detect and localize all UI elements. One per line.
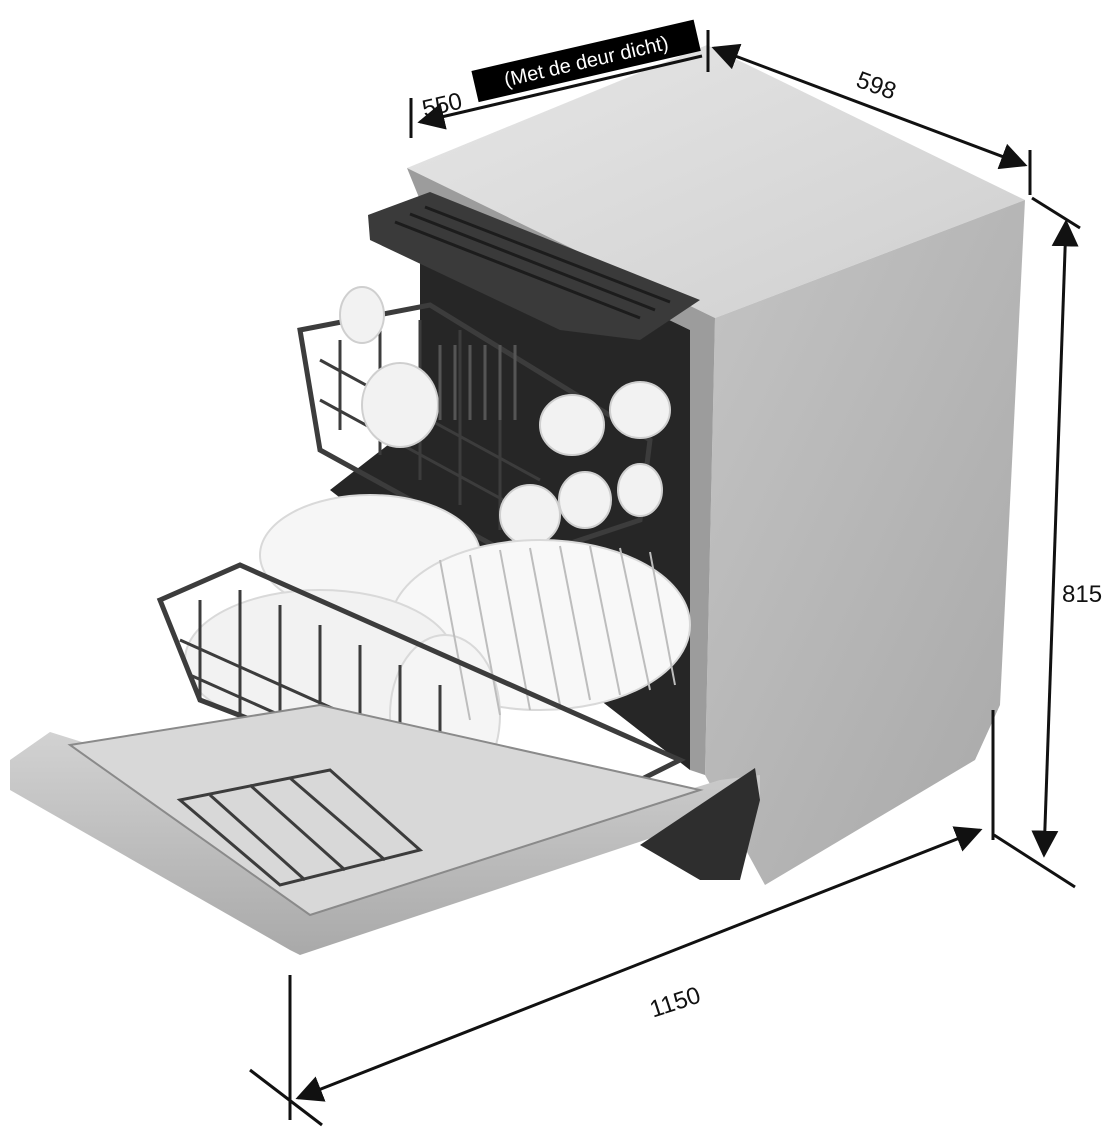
depth-open-dimension-line (295, 826, 983, 1102)
dishwasher-illustration (10, 45, 1025, 955)
plate-edges (439, 545, 676, 721)
cabinet-top (407, 45, 1025, 318)
upper-rack-glass-row (438, 345, 517, 420)
depth-open-extension-left-tick (249, 1068, 323, 1127)
height-dimension-line (1031, 219, 1079, 858)
upper-rack-items (339, 286, 671, 546)
height-extension-top (1031, 196, 1081, 230)
width-value: 598 (853, 66, 900, 105)
cutlery-tray-slats (394, 205, 671, 320)
width-dimension-line (711, 43, 1028, 170)
depth-closed-dimension-line (417, 54, 703, 130)
cabinet-side (705, 200, 1025, 885)
depth-open-value: 1150 (647, 982, 704, 1024)
upper-basket (297, 302, 653, 563)
depth-closed-note-background (471, 19, 701, 103)
door-inner-panel (67, 703, 704, 917)
height-extension-bottom (993, 833, 1076, 889)
height-value: 815 (1062, 581, 1102, 608)
depth-closed-value: 550 (420, 88, 465, 123)
